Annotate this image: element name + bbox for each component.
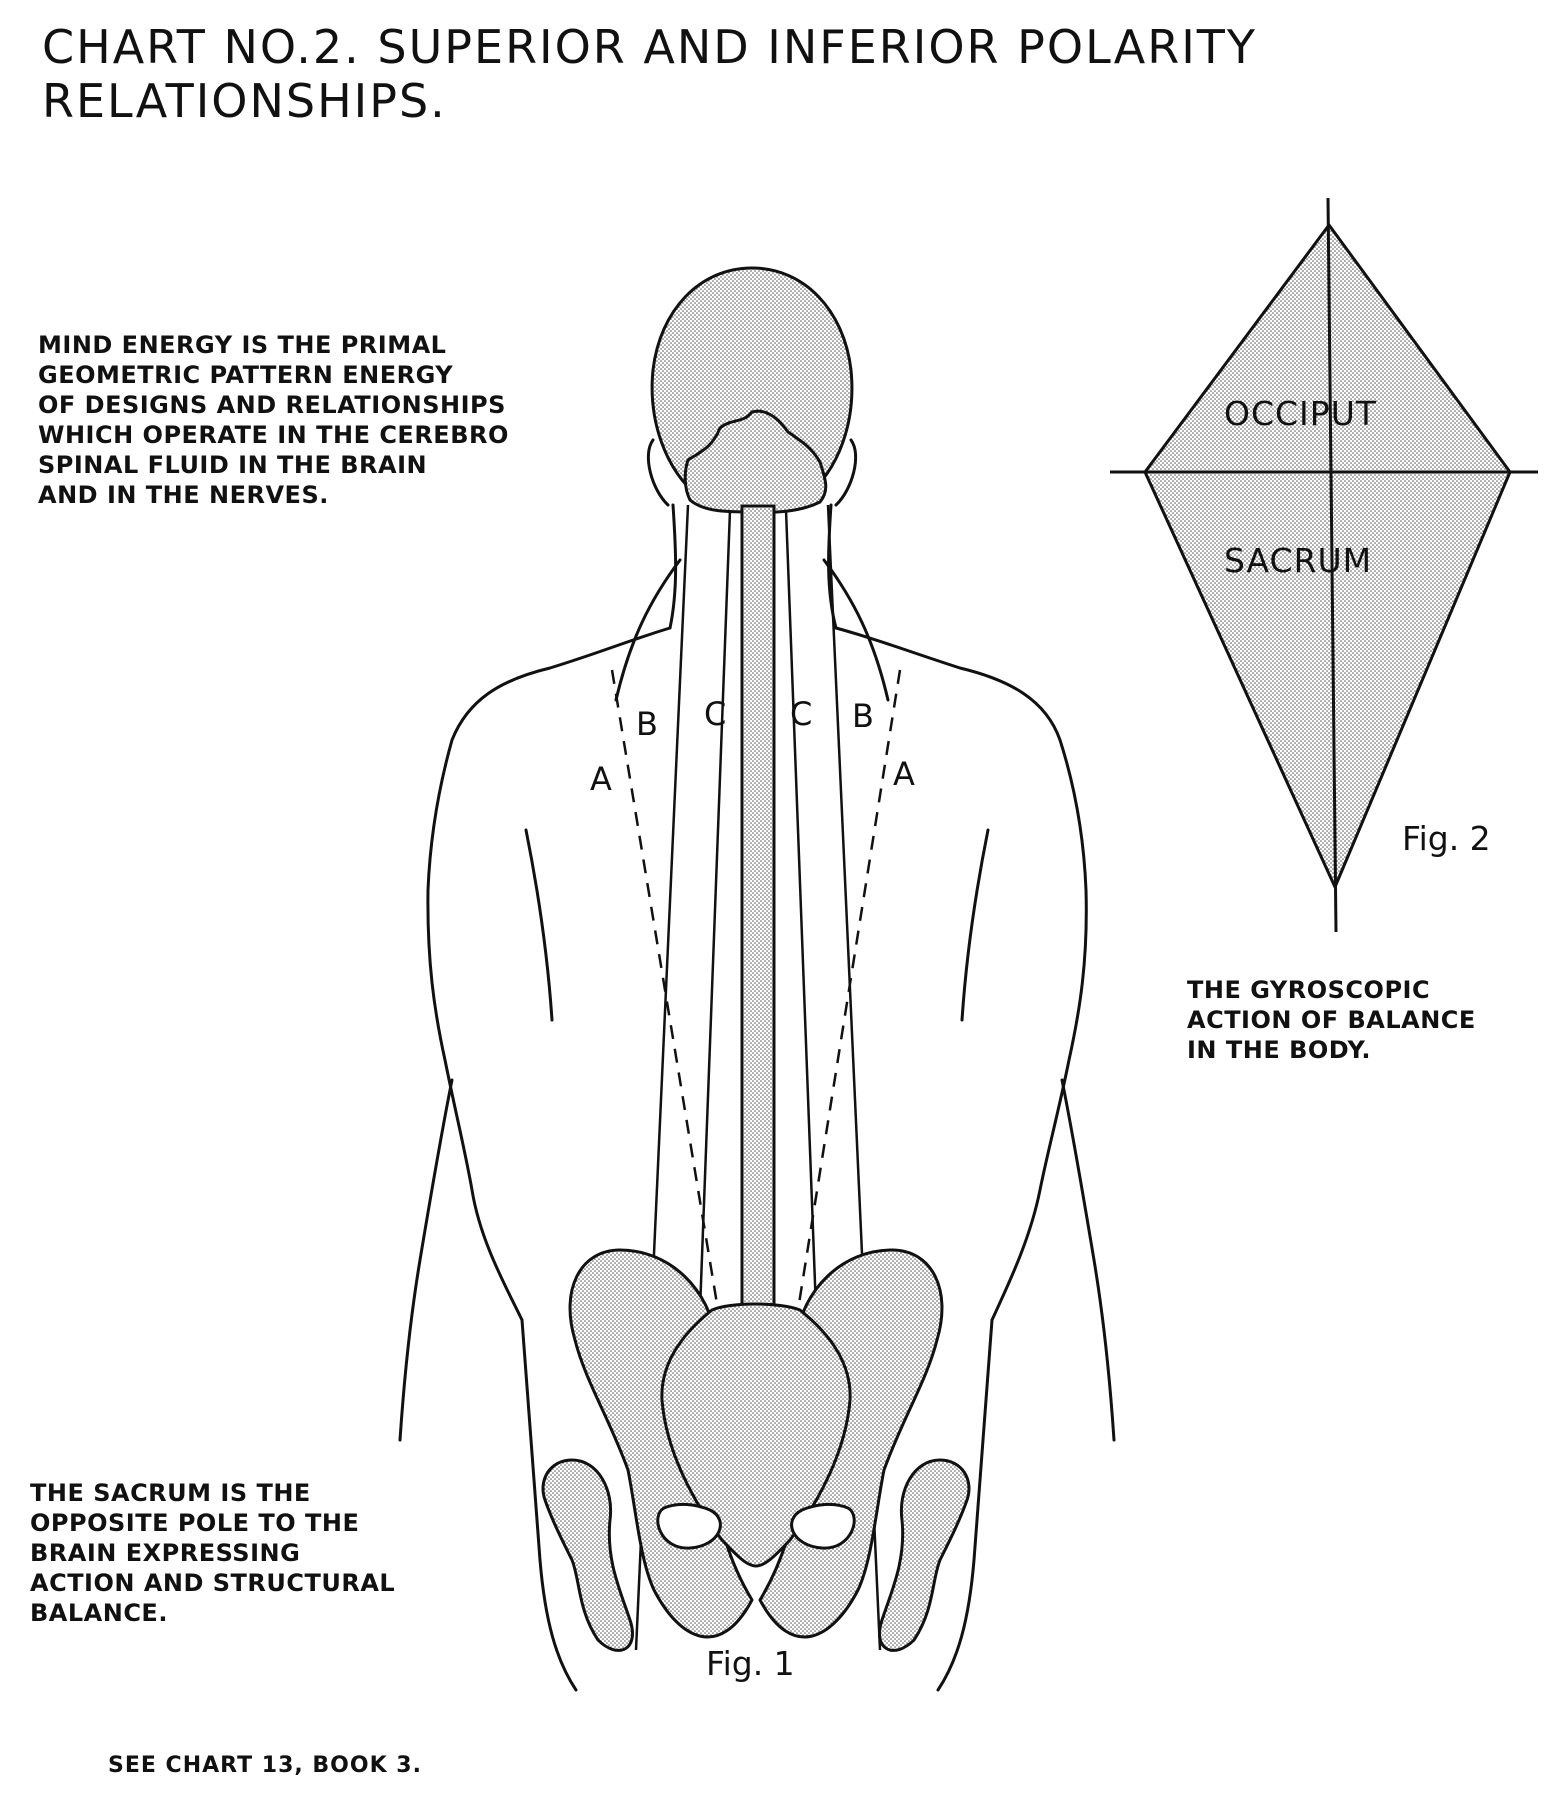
spinal-cord bbox=[740, 504, 776, 1316]
label-right-c: C bbox=[790, 695, 812, 733]
gyroscopic-caption: THE GYROSCOPIC ACTION OF BALANCE IN THE … bbox=[1187, 976, 1476, 1064]
label-right-a: A bbox=[893, 755, 915, 793]
neck-left bbox=[668, 503, 678, 630]
lower-left-torso bbox=[520, 1318, 578, 1692]
left-femur-head bbox=[541, 1458, 634, 1652]
fig1-back-figure bbox=[398, 266, 1116, 1692]
trapezius-left bbox=[614, 558, 682, 702]
lower-right-torso bbox=[936, 1318, 994, 1692]
left-forearm bbox=[398, 1078, 454, 1442]
mind-energy-caption: MIND ENERGY IS THE PRIMAL GEOMETRIC PATT… bbox=[38, 331, 509, 509]
right-arm-line bbox=[960, 828, 990, 1022]
torso-outline bbox=[426, 626, 672, 1322]
line-a-left bbox=[610, 669, 720, 1311]
label-right-b: B bbox=[852, 697, 874, 735]
right-ear bbox=[834, 438, 858, 507]
occiput-bone bbox=[683, 409, 828, 514]
fig2-label: Fig. 2 bbox=[1402, 819, 1491, 858]
right-foramen bbox=[790, 1502, 856, 1550]
torso-outline-right bbox=[834, 626, 1088, 1322]
spinal-column bbox=[740, 504, 776, 1316]
pelvis bbox=[541, 1248, 971, 1652]
sacrum-label: SACRUM bbox=[1224, 541, 1372, 580]
left-foramen bbox=[656, 1502, 722, 1550]
chart-title: CHART NO.2. SUPERIOR AND INFERIOR POLARI… bbox=[42, 20, 1257, 128]
line-a-right bbox=[796, 669, 902, 1311]
left-ear bbox=[646, 438, 670, 507]
right-forearm bbox=[1060, 1078, 1116, 1442]
sacrum-bone bbox=[660, 1302, 852, 1568]
occiput-label: OCCIPUT bbox=[1224, 394, 1377, 433]
see-chart-footer: SEE CHART 13, BOOK 3. bbox=[108, 1753, 422, 1778]
right-femur-head bbox=[878, 1458, 971, 1652]
left-arm-line bbox=[524, 828, 554, 1022]
line-c-right bbox=[784, 509, 818, 1311]
fig1-label: Fig. 1 bbox=[706, 1644, 795, 1683]
line-c-left bbox=[698, 509, 732, 1311]
fig2-diamond bbox=[1110, 197, 1538, 933]
vertical-axis bbox=[1326, 197, 1338, 933]
label-left-c: C bbox=[704, 695, 726, 733]
obturator-foramina bbox=[656, 1502, 856, 1550]
trapezius-right bbox=[822, 558, 890, 702]
sacrum-pole-caption: THE SACRUM IS THE OPPOSITE POLE TO THE B… bbox=[30, 1479, 396, 1627]
label-left-a: A bbox=[590, 760, 612, 798]
label-left-b: B bbox=[636, 705, 658, 743]
